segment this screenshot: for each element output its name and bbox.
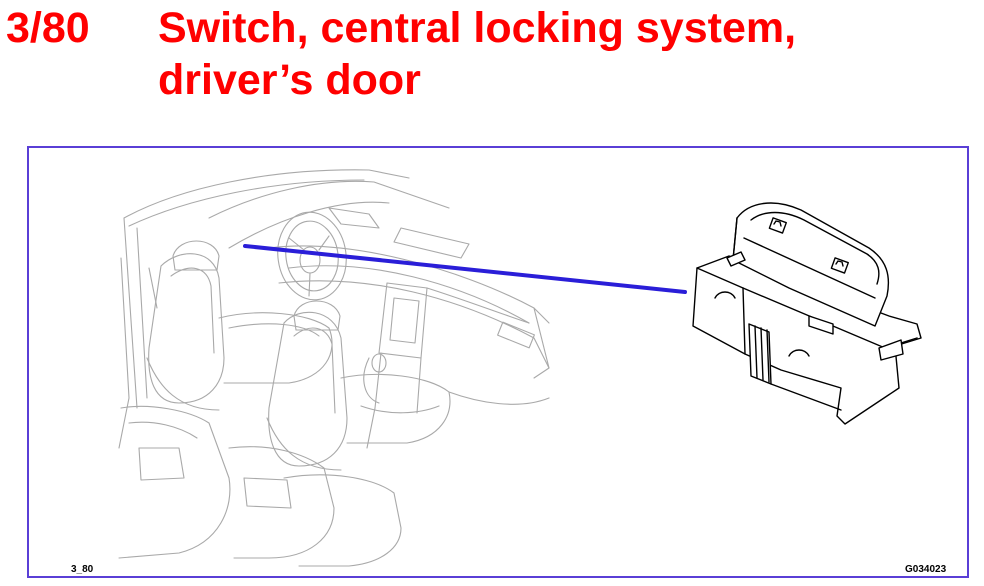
section-title-line-1: Switch, central locking system, (158, 4, 797, 52)
door-switch-drawing (692, 202, 922, 425)
figure-illustration (118, 169, 922, 567)
figure-frame: 3_80 G034023 (27, 146, 969, 578)
section-title: Switch, central locking system, driver’s… (158, 2, 958, 106)
figure-code-left: 3_80 (71, 564, 94, 575)
figure-code-right: G034023 (905, 564, 947, 575)
car-interior-drawing (118, 169, 550, 567)
section-number: 3/80 (6, 4, 90, 52)
pointer-line (243, 244, 687, 294)
section-title-line-2: driver’s door (158, 56, 421, 104)
